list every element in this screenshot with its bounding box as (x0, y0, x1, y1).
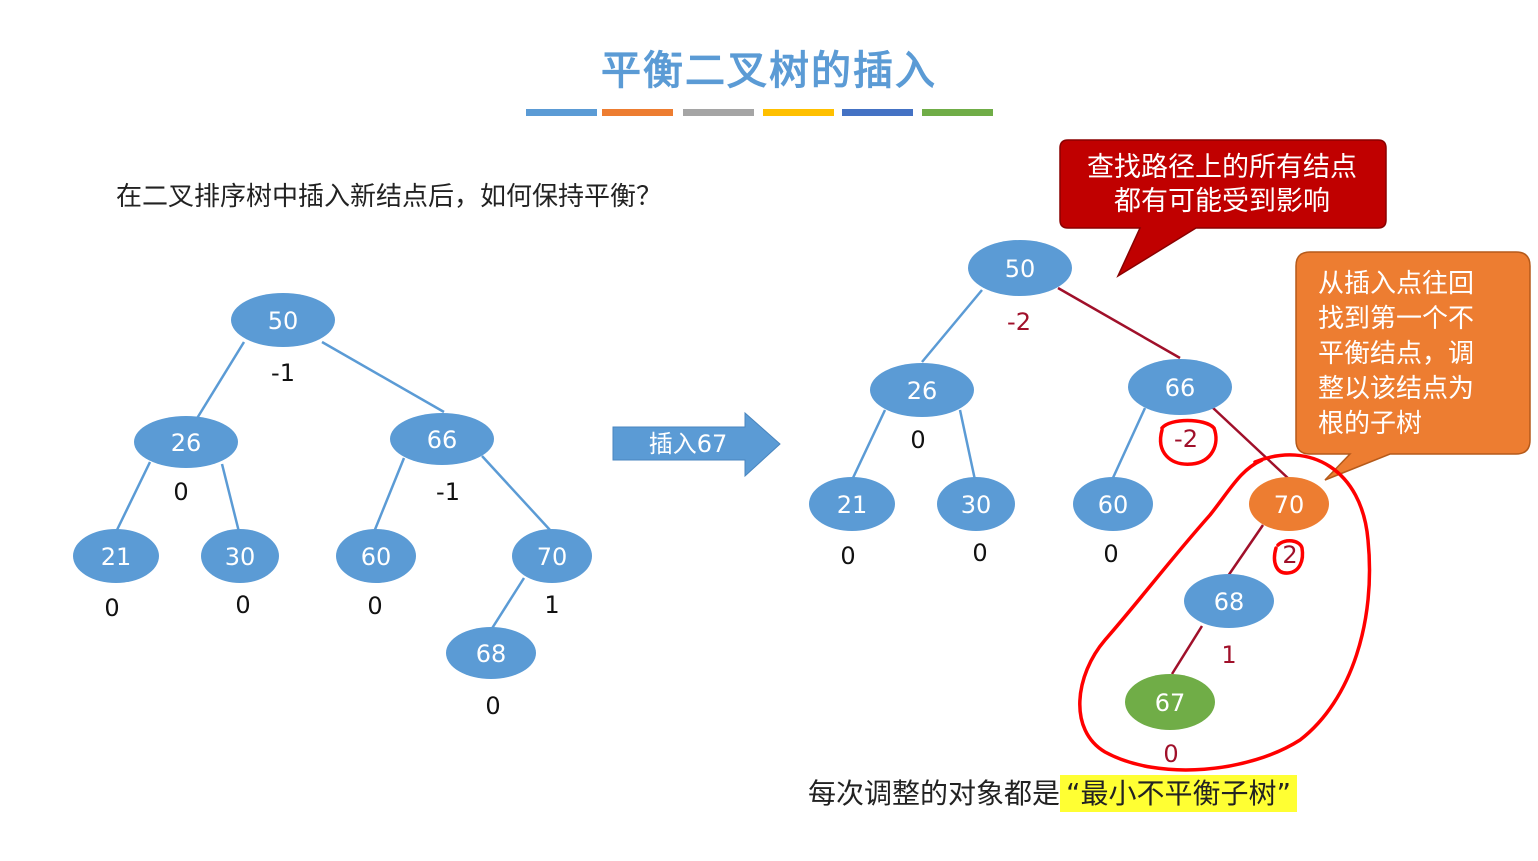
red-callout-line2: 都有可能受到影响 (1114, 186, 1330, 217)
hand-annotations (1078, 418, 1372, 772)
left-node-70: 70 (512, 529, 592, 583)
left-node-21: 21 (73, 529, 159, 583)
balance-factor: 0 (104, 594, 119, 622)
color-bar-orange (602, 109, 673, 116)
path-edge-68-67 (1170, 625, 1204, 675)
left-node-30: 30 (201, 529, 279, 583)
node-key: 67 (1155, 689, 1186, 717)
left-tree-edges (114, 340, 551, 631)
node-key: 30 (961, 491, 992, 519)
balance-factor: 0 (910, 426, 925, 454)
node-key: 66 (1165, 374, 1196, 402)
node-key: 30 (225, 543, 256, 571)
edge-26-30 (958, 409, 977, 481)
left-node-68: 68 (446, 627, 536, 679)
node-key: 66 (427, 426, 458, 454)
path-edge-50-66 (1057, 286, 1181, 360)
node-key: 26 (171, 429, 202, 457)
node-key: 21 (101, 543, 132, 571)
right-node-30: 30 (937, 477, 1015, 531)
node-key: 50 (268, 307, 299, 335)
color-bar-gray (683, 109, 754, 116)
balance-factor: 0 (1163, 740, 1178, 768)
balance-factor: -1 (271, 359, 295, 387)
edge-66-60 (1110, 407, 1147, 481)
left-tree: 50 -1 26 0 66 -1 21 0 30 0 (73, 293, 592, 720)
orange-callout-line: 平衡结点，调 (1318, 339, 1474, 369)
right-tree: 50 -2 26 0 66 -2 21 0 30 0 (809, 240, 1329, 768)
right-node-60: 60 (1073, 477, 1153, 531)
balance-factor: 0 (367, 592, 382, 620)
balance-factor: -1 (436, 478, 460, 506)
balance-factor: 0 (972, 539, 987, 567)
color-bar-darkblue (842, 109, 913, 116)
balance-factor: 1 (544, 591, 559, 619)
scribble-circle-subtree (1078, 453, 1372, 772)
balance-factor: -2 (1007, 308, 1031, 336)
node-key: 50 (1005, 255, 1036, 283)
scribble-box-bf-70 (1272, 539, 1305, 575)
edge-66-70 (481, 455, 551, 531)
right-node-21: 21 (809, 477, 895, 531)
insert-arrow: 插入67 (612, 411, 781, 478)
right-node-70-unbalanced: 70 (1249, 477, 1329, 531)
left-node-66: 66 (390, 413, 494, 465)
left-node-60: 60 (336, 529, 416, 583)
balance-factor: 0 (235, 591, 250, 619)
node-key: 70 (537, 543, 568, 571)
edge-70-68 (489, 577, 526, 631)
orange-callout-line: 整以该结点为 (1318, 374, 1474, 404)
right-tree-edges-normal (850, 289, 1147, 481)
insert-arrow-label: 插入67 (649, 430, 728, 458)
right-node-67-inserted: 67 (1125, 674, 1215, 730)
color-bar-blue (526, 109, 597, 116)
color-bar-yellow (763, 109, 834, 116)
node-key: 60 (1098, 491, 1129, 519)
orange-callout: 从插入点往回 找到第一个不 平衡结点，调 整以该结点为 根的子树 (1295, 251, 1531, 481)
color-bar-green (922, 109, 993, 116)
node-key: 21 (837, 491, 868, 519)
red-callout: 查找路径上的所有结点 都有可能受到影响 (1059, 139, 1387, 278)
scribble-circle-bf-66 (1158, 418, 1218, 466)
balance-factor: 0 (173, 478, 188, 506)
node-key: 26 (907, 377, 938, 405)
bottom-prefix: 每次调整的对象都是 (808, 777, 1061, 810)
orange-callout-line: 从插入点往回 (1318, 269, 1474, 299)
node-key: 68 (1214, 588, 1245, 616)
right-node-50: 50 (968, 240, 1072, 296)
right-node-26: 26 (870, 363, 974, 417)
edge-66-60 (372, 457, 406, 533)
question-text: 在二叉排序树中插入新结点后，如何保持平衡？ (116, 182, 663, 212)
orange-callout-line: 根的子树 (1318, 409, 1422, 439)
right-node-68: 68 (1184, 574, 1274, 628)
orange-callout-line: 找到第一个不 (1318, 304, 1474, 334)
slide-title: 平衡二叉树的插入 (601, 48, 937, 94)
path-edge-66-70 (1211, 406, 1291, 481)
edge-50-66 (321, 340, 445, 414)
node-key: 60 (361, 543, 392, 571)
bottom-highlight: “最小不平衡子树” (1060, 775, 1298, 812)
edge-50-26 (921, 289, 983, 363)
right-node-66: 66 (1128, 359, 1232, 415)
balance-factor: 0 (840, 542, 855, 570)
bottom-sentence: 每次调整的对象都是“最小不平衡子树” (808, 772, 1298, 812)
edge-26-21 (850, 409, 887, 481)
balance-factor: 0 (1103, 540, 1118, 568)
edge-26-21 (114, 461, 152, 533)
edge-50-26 (194, 341, 246, 421)
balance-factor: 1 (1221, 641, 1236, 669)
left-node-50: 50 (231, 293, 335, 347)
node-key: 68 (476, 640, 507, 668)
path-edge-70-68 (1226, 524, 1265, 577)
node-key: 70 (1274, 491, 1305, 519)
edge-26-30 (220, 463, 241, 533)
balance-factor: 2 (1282, 541, 1297, 569)
right-tree-path-edges (1057, 286, 1291, 675)
balance-factor: -2 (1174, 425, 1198, 453)
balance-factor: 0 (485, 692, 500, 720)
left-node-26: 26 (134, 416, 238, 468)
red-callout-line1: 查找路径上的所有结点 (1087, 152, 1357, 183)
